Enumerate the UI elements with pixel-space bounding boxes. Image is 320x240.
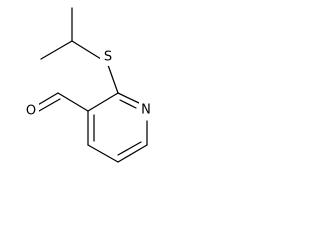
bond-c4-c5 <box>87 144 119 163</box>
oxygen-atom: O <box>23 102 39 120</box>
bond-aldehyde-c-o <box>35 92 59 107</box>
double-bond-inner-c5-c6 <box>117 141 142 156</box>
bond-n1-c2 <box>117 92 140 104</box>
bond-c3-aldehyde-carbon <box>57 92 89 112</box>
bond-sulfur-ring <box>107 64 119 94</box>
bond-c5-c6 <box>117 144 148 163</box>
chemical-structure-diagram: S O N <box>23 7 154 163</box>
nitrogen-label: N <box>141 103 151 118</box>
nitrogen-atom: N <box>139 101 154 119</box>
sulfur-atom: S <box>100 48 116 66</box>
bond-c2-c3 <box>87 92 119 112</box>
double-bond-inner-c2-n1 <box>119 99 137 109</box>
sulfur-label: S <box>104 50 112 65</box>
oxygen-label: O <box>26 104 36 119</box>
bond-methyl-right <box>71 40 102 60</box>
bond-methyl-left <box>40 40 73 60</box>
double-bond-aldehyde-c-o <box>38 98 61 112</box>
